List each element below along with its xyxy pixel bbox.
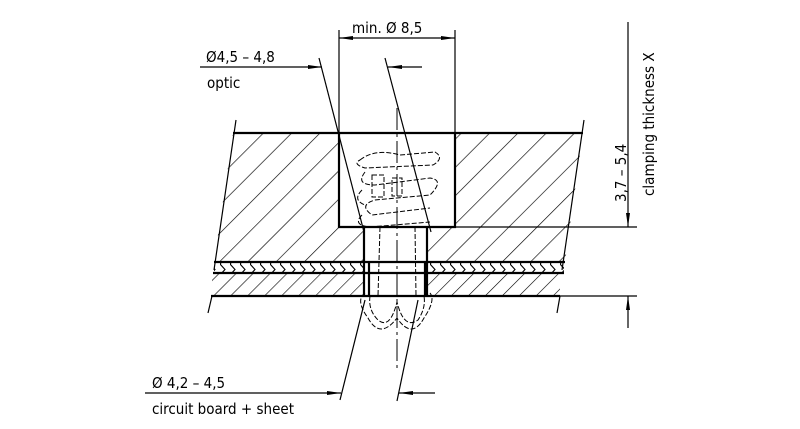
board-diameter-label: Ø 4,2 – 4,5 bbox=[152, 374, 225, 392]
optic-label: optic bbox=[207, 74, 240, 92]
hole-diameter-label: min. Ø 8,5 bbox=[352, 19, 422, 37]
optic-dimension: Ø4,5 – 4,8 optic bbox=[200, 48, 432, 233]
spring-clip bbox=[356, 151, 440, 330]
top-plate bbox=[213, 119, 585, 271]
board-diameter-dimension: Ø 4,2 – 4,5 circuit board + sheet bbox=[145, 299, 435, 418]
board-label: circuit board + sheet bbox=[152, 400, 294, 418]
hole-diameter-dimension: min. Ø 8,5 bbox=[338, 19, 456, 133]
sheet-layer bbox=[213, 260, 565, 275]
clamping-dimension: 3,7 – 5,4 clamping thickness X bbox=[455, 22, 658, 328]
clamping-range-label: 3,7 – 5,4 bbox=[612, 144, 630, 202]
circuit-board bbox=[207, 227, 561, 314]
clamping-thickness-label: clamping thickness X bbox=[640, 52, 658, 196]
optic-diameter-label: Ø4,5 – 4,8 bbox=[206, 48, 275, 66]
